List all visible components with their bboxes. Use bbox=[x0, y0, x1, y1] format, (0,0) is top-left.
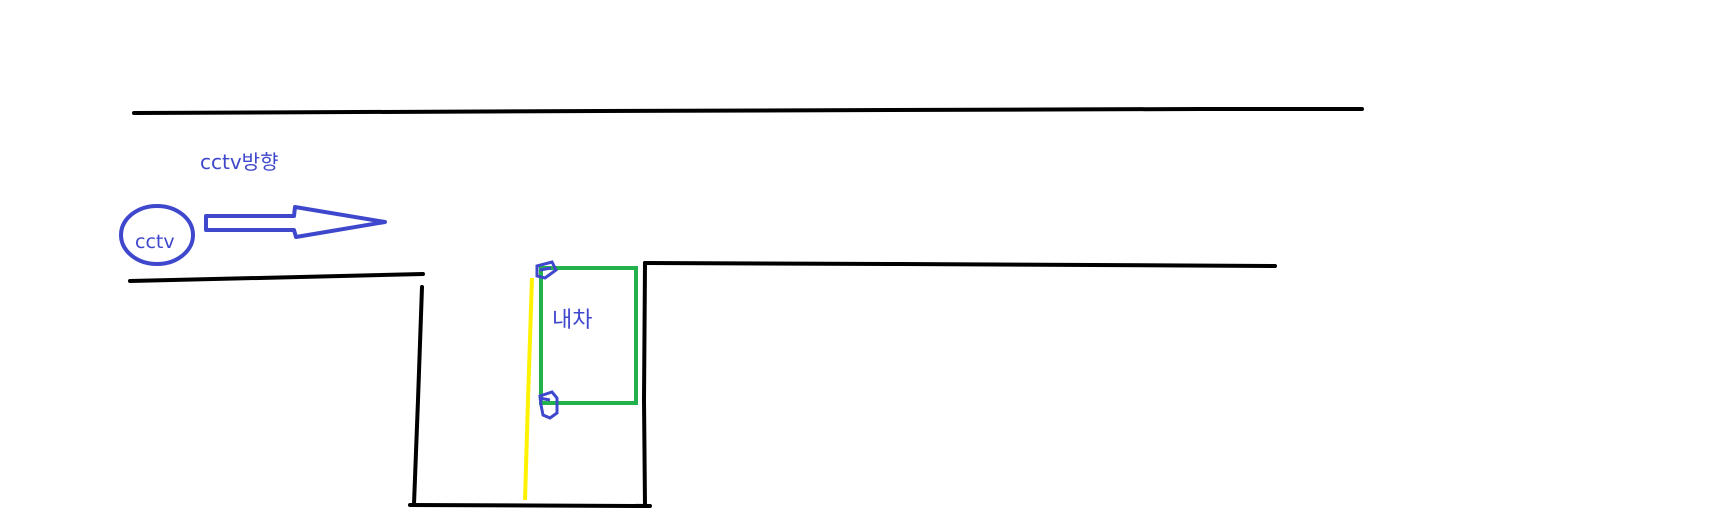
cctv-label: cctv bbox=[135, 231, 175, 253]
car-outline bbox=[539, 266, 638, 405]
my-car-label: 내차 bbox=[552, 308, 592, 333]
car-mark-top bbox=[535, 260, 558, 280]
road-edge-bottom-left bbox=[128, 272, 425, 283]
cctv-direction-label: cctv방향 bbox=[200, 150, 278, 174]
cctv-circle bbox=[119, 204, 195, 266]
road-edge-top bbox=[132, 107, 1364, 115]
side-road-bottom bbox=[408, 503, 652, 508]
side-road-left-wall bbox=[412, 285, 424, 506]
cctv-direction-arrow bbox=[204, 205, 387, 239]
car-mark-bottom bbox=[538, 390, 559, 420]
road-edge-bottom-right bbox=[643, 261, 1277, 268]
yellow-center-line bbox=[523, 277, 534, 501]
side-road-right-wall bbox=[641, 261, 647, 508]
